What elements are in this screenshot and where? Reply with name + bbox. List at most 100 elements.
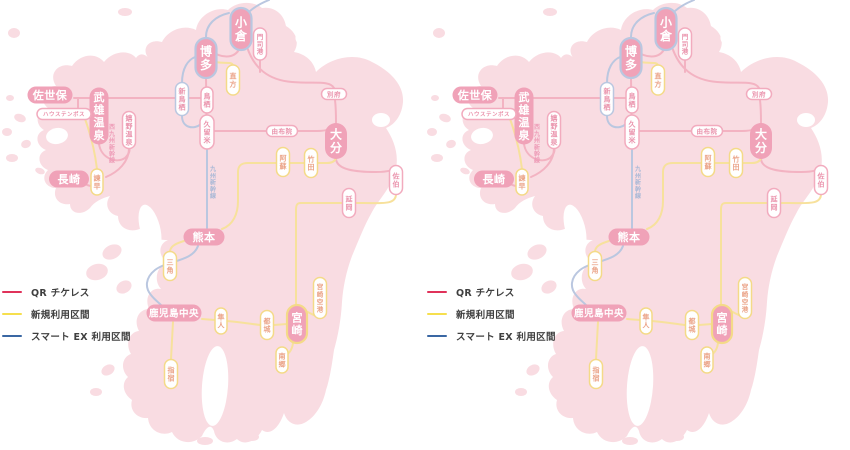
station-pill	[325, 123, 347, 159]
station-pill	[275, 146, 291, 178]
rail-line-yellow	[626, 318, 641, 321]
station-miyakonojo: 都城	[684, 309, 700, 341]
station-pill	[341, 187, 357, 219]
island	[90, 388, 102, 396]
rail-line-yellow	[595, 321, 599, 360]
station-label: 鹿児島中央	[148, 307, 199, 319]
station-kumamoto: 熊本	[608, 228, 650, 246]
station-label: 分	[755, 140, 767, 155]
rail-line-pink	[246, 46, 335, 89]
station-kumamoto: 熊本	[183, 228, 225, 246]
rail-line-blue	[570, 245, 624, 306]
kyushu-rail-map: 西九州新幹線九州新幹線小倉門司港博多直方新鳥栖鳥栖久留米武雄温泉佐世保ハウステン…	[427, 0, 829, 445]
station-label: 指	[168, 365, 175, 374]
sea-patch	[797, 113, 815, 127]
line-label-text: 線	[109, 157, 115, 165]
new-section-swatch	[2, 312, 22, 316]
new-section-swatch	[427, 312, 447, 316]
station-pill	[571, 304, 627, 322]
station-nagasaki: 長崎	[474, 170, 514, 188]
island	[21, 139, 31, 149]
station-pill	[163, 358, 179, 390]
station-label: 竹	[732, 154, 740, 163]
station-pill	[303, 147, 319, 179]
station-label: 多	[200, 57, 212, 72]
station-beppu: 別府	[745, 87, 773, 101]
line-label-text: 線	[635, 192, 641, 200]
rail-line-blue	[630, 12, 655, 38]
station-pill	[625, 86, 639, 114]
station-label: 城	[264, 325, 271, 334]
station-label: 空	[742, 297, 749, 306]
station-label: 延	[770, 194, 779, 203]
rail-line-blue	[181, 56, 196, 84]
station-pill	[275, 346, 289, 374]
station-label: 都	[688, 316, 696, 325]
station-label: 栖	[179, 103, 186, 112]
station-pill	[259, 309, 275, 341]
station-shintosu: 新鳥栖	[599, 81, 615, 117]
station-label: 武	[94, 90, 105, 104]
station-label: 鳥	[604, 95, 611, 104]
sea-patch	[138, 204, 162, 252]
station-pill	[285, 303, 309, 345]
rail-line-yellow	[698, 323, 713, 326]
station-label: 分	[330, 140, 342, 155]
line-label-text: 新	[635, 179, 641, 187]
station-saiki: 佐伯	[813, 164, 829, 196]
island	[433, 28, 445, 38]
station-pill	[546, 110, 562, 150]
station-label: 崎	[317, 290, 324, 299]
station-label: 栖	[629, 100, 636, 109]
station-pill	[677, 27, 693, 61]
station-pill	[183, 228, 225, 246]
station-label: 別府	[326, 89, 341, 98]
station-label: 延	[345, 194, 354, 203]
island	[86, 263, 108, 281]
island	[116, 280, 132, 294]
station-label: 泉	[93, 128, 106, 142]
rail-line-yellow	[84, 118, 98, 170]
legend-row-qr: QR チケレス	[427, 287, 556, 299]
station-label: 新	[179, 86, 186, 95]
station-pill	[199, 114, 215, 150]
station-label: 留	[204, 127, 211, 136]
rail-line-yellow	[355, 193, 397, 205]
station-shintosu: 新鳥栖	[174, 81, 190, 117]
kyushu-rail-map: 西九州新幹線九州新幹線小倉門司港博多直方新鳥栖鳥栖久留米武雄温泉佐世保ハウステン…	[2, 0, 404, 445]
station-label: 栖	[604, 103, 611, 112]
legend: QR チケレス 新規利用区間 スマート EX 利用区間	[427, 287, 556, 343]
station-label: 長崎	[58, 172, 81, 186]
station-label: 佐世保	[457, 88, 493, 102]
line-label-text: 線	[210, 192, 216, 200]
station-label: 伯	[817, 180, 825, 189]
station-kokura: 小倉	[229, 6, 253, 52]
station-label: 野	[551, 121, 558, 130]
station-huis-ten-bosch: ハウステンボス	[36, 107, 92, 121]
station-label: 伯	[392, 180, 400, 189]
station-label: 温	[126, 130, 133, 139]
station-label: 熊本	[193, 230, 216, 244]
legend: QR チケレス 新規利用区間 スマート EX 利用区間	[2, 287, 131, 343]
station-label: 米	[628, 136, 637, 145]
island	[8, 28, 20, 38]
station-label: 城	[689, 325, 696, 334]
station-pill	[700, 146, 716, 178]
station-label: 早	[94, 182, 101, 191]
station-label: 大	[755, 126, 767, 141]
station-label: 宮	[717, 311, 728, 325]
line-label-text: 幹	[635, 185, 641, 193]
line-label-text: 州	[533, 138, 540, 145]
station-pill	[49, 170, 89, 188]
station-label: ハウステンボス	[43, 110, 85, 118]
station-yufuin: 由布院	[690, 124, 724, 138]
station-pill	[587, 250, 603, 282]
station-label: 早	[519, 182, 526, 191]
